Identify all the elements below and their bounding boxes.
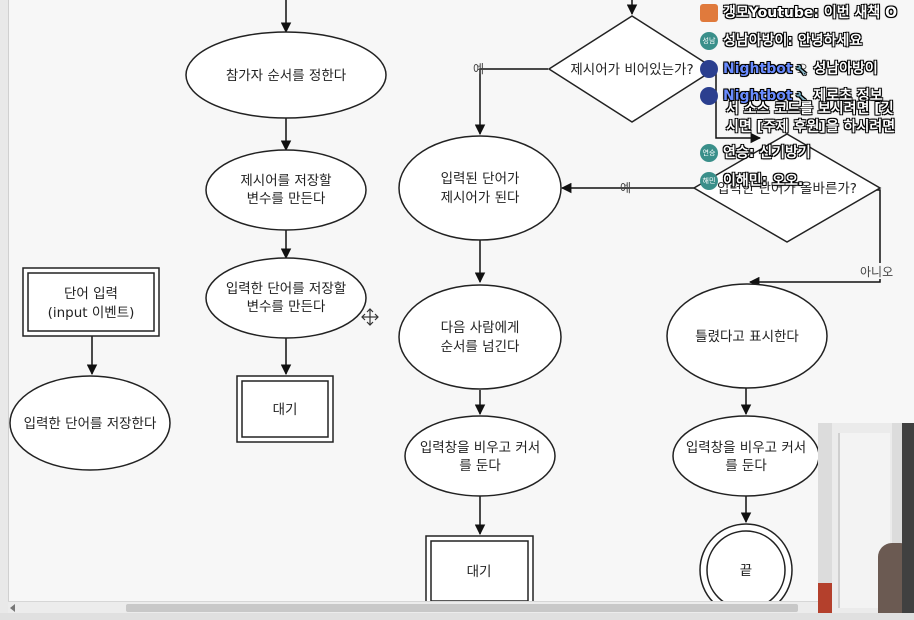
chat-message: 갱모Youtube: 이번 새책 O — [700, 2, 897, 22]
user-avatar-icon: 연승 — [700, 144, 718, 162]
edge-label-no-1: 아니오 — [860, 265, 893, 279]
node-becomes-suggestion-label-1: 입력된 단어가 — [441, 171, 520, 187]
edge-label-hidden-no: 오 — [797, 62, 808, 76]
node-input-event: 단어 입력 (input 이벤트) — [22, 267, 160, 337]
chat-message: 성남 성남아방이: 안녕하세요 — [700, 30, 862, 50]
node-wait-1: 대기 — [236, 375, 334, 443]
node-clear-input-right-label-2: 를 둔다 — [725, 458, 767, 474]
moderator-wrench-icon: 🔧 — [795, 93, 807, 103]
chat-message: Nightbot🔧 제로초 정보 — [700, 85, 883, 105]
node-is-empty-label: 제시어가 비어있는가? — [570, 62, 693, 78]
chat-message: 연승 연승: 신기방기 — [700, 142, 811, 162]
node-wait-2: 대기 — [425, 535, 534, 607]
node-store-input-label: 입력한 단어를 저장한다 — [24, 416, 157, 432]
scrollbar-thumb[interactable] — [126, 604, 798, 612]
scroll-left-icon[interactable] — [10, 604, 15, 612]
node-show-wrong: 틀렸다고 표시한다 — [666, 283, 828, 389]
node-make-input-var-label-2: 변수를 만든다 — [247, 299, 326, 315]
user-avatar-icon: 해민 — [700, 172, 718, 190]
node-clear-input-right-label-1: 입력창을 비우고 커서 — [686, 440, 806, 456]
node-clear-input-left-label-1: 입력창을 비우고 커서 — [420, 440, 540, 456]
node-becomes-suggestion-label-2: 제시어가 된다 — [441, 190, 520, 206]
node-is-correct-label: 입력한 단어가 올바른가? — [717, 181, 857, 197]
move-cursor-icon — [361, 308, 379, 326]
horizontal-scrollbar[interactable] — [8, 601, 818, 614]
user-avatar-icon: 성남 — [700, 32, 718, 50]
chat-message: Nightbot🔧 성남아방이 — [700, 58, 878, 78]
node-is-correct: 입력한 단어가 올바른가? — [692, 133, 882, 243]
node-show-wrong-label: 틀렸다고 표시한다 — [695, 329, 799, 345]
webcam-feed — [818, 423, 914, 620]
edge-label-yes-2: 예 — [620, 181, 631, 195]
node-make-suggestion-var-label-2: 변수를 만든다 — [247, 191, 326, 207]
chat-text: 이번 새책 O — [823, 5, 898, 21]
chat-text: 성남아방이 — [813, 61, 878, 77]
node-is-empty: 제시어가 비어있는가? — [547, 15, 717, 123]
chat-username: Nightbot — [723, 61, 793, 77]
node-clear-input-left: 입력창을 비우고 커서 를 둔다 — [404, 415, 556, 497]
node-clear-input-right: 입력창을 비우고 커서 를 둔다 — [672, 415, 820, 497]
node-set-order-label: 참가자 순서를 정한다 — [226, 68, 347, 84]
canvas-left-edge — [0, 0, 9, 613]
chat-text: 시면 [주제 후원]을 하시려면 — [726, 119, 896, 135]
bot-avatar-icon — [700, 87, 718, 105]
chat-username: 이해민: — [723, 173, 768, 189]
chat-text: 서 소스 코드를 보시려면 [깃 — [726, 101, 894, 117]
node-make-suggestion-var: 제시어를 저장할 변수를 만든다 — [205, 149, 367, 231]
user-avatar-icon — [700, 4, 718, 22]
node-input-event-label-1: 단어 입력 — [64, 286, 118, 302]
chat-message: 서 소스 코드를 보시려면 [깃 — [726, 98, 894, 118]
status-bar — [0, 613, 914, 620]
chat-username: 성남아방이: — [723, 33, 793, 49]
node-next-turn-label-1: 다음 사람에게 — [441, 320, 520, 336]
node-next-turn: 다음 사람에게 순서를 넘긴다 — [398, 284, 562, 390]
node-set-order: 참가자 순서를 정한다 — [185, 31, 387, 119]
chat-text: 신기방기 — [759, 145, 811, 161]
bot-avatar-icon — [700, 60, 718, 78]
node-store-input: 입력한 단어를 저장한다 — [9, 375, 171, 471]
edges — [86, 0, 881, 536]
node-wait-2-label: 대기 — [467, 564, 492, 580]
edge-label-yes-1: 예 — [473, 62, 484, 76]
chat-text: 안녕하세요 — [797, 33, 863, 49]
node-make-input-var-label-1: 입력한 단어를 저장할 — [226, 281, 346, 297]
chat-message: 시면 [주제 후원]을 하시려면 — [726, 116, 895, 136]
chat-username: 갱모Youtube: — [723, 5, 819, 21]
node-end-label: 끝 — [740, 563, 752, 579]
chat-username: Nightbot — [723, 88, 793, 104]
node-make-suggestion-var-label-1: 제시어를 저장할 — [240, 173, 331, 189]
chat-text: 오오. — [772, 173, 804, 189]
moderator-wrench-icon: 🔧 — [795, 66, 807, 76]
node-clear-input-left-label-2: 를 둔다 — [459, 458, 501, 474]
node-next-turn-label-2: 순서를 넘긴다 — [441, 339, 520, 355]
node-wait-1-label: 대기 — [273, 402, 298, 418]
node-make-input-var: 입력한 단어를 저장할 변수를 만든다 — [205, 257, 367, 339]
chat-username: 연승: — [723, 145, 755, 161]
node-becomes-suggestion: 입력된 단어가 제시어가 된다 — [398, 135, 562, 241]
node-input-event-label-2: (input 이벤트) — [48, 305, 135, 321]
chat-message: 해민 이해민: 오오. — [700, 170, 803, 190]
chat-text: 제로초 정보 — [813, 88, 883, 104]
